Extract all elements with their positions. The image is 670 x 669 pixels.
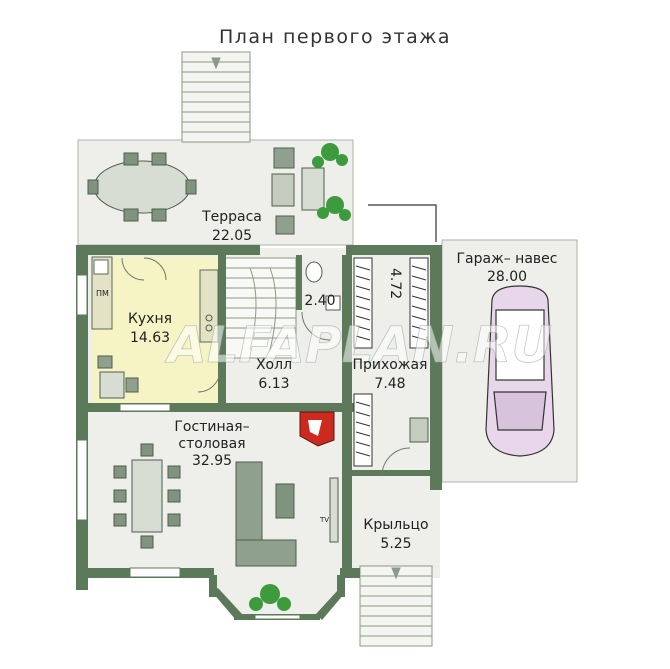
hall-door-arc [197,369,221,393]
kitchen-area: 14.63 [130,330,170,346]
terrace-lounge [271,147,325,235]
entrance-door-arc [381,447,411,477]
porch-area: 5.25 [380,536,411,552]
entrance-hall-area: 7.48 [374,376,405,392]
watermark: ALFAPLAN.RU [164,316,552,374]
terrace-plant-icon [312,143,351,221]
dining-set [113,443,181,549]
garage-canopy [368,204,437,242]
kitchen-counter [91,256,219,343]
corner-sofa [235,461,297,567]
hall-area: 6.13 [258,376,289,392]
bathroom-door-arc [301,311,331,341]
plan-title: План первого этажа [218,26,452,48]
terrace-name: Терраса [201,209,262,225]
coffee-table [275,483,295,519]
living-name-line1: Гостиная– [174,419,249,435]
garage-name: Гараж– навес [457,251,558,267]
porch-stairs [359,565,433,647]
kitchen-name: Кухня [128,311,172,327]
hall-name: Холл [256,357,292,373]
car-icon [485,285,555,457]
interior-staircase [223,257,297,359]
windows [76,274,301,620]
terrace-area: 22.05 [212,228,252,244]
fireplace-icon [299,411,335,447]
terrace-dining-set [87,152,197,222]
living-area: 32.95 [192,453,232,469]
bathroom-fixtures [305,261,341,311]
terrace-stairs [181,51,251,143]
bathroom-area: 2.40 [304,293,335,309]
porch-name: Крыльцо [363,517,428,533]
tv-label: TV [319,516,329,524]
entrance-cabinet [409,417,429,443]
living-plant-icon [249,584,291,611]
porch-floor [350,470,435,566]
entrance-hall-name: Прихожая [353,357,428,373]
dishwasher-label: ПМ [96,289,109,298]
garage-area: 28.00 [487,269,527,285]
living-name-line2: столовая [178,436,245,452]
kitchen-table [97,355,139,399]
tv-unit [329,477,339,543]
stove-icon [205,314,213,332]
closet-area: 4.72 [387,268,403,299]
kitchen-door-arc [121,257,167,281]
wardrobe-racks [353,257,429,467]
